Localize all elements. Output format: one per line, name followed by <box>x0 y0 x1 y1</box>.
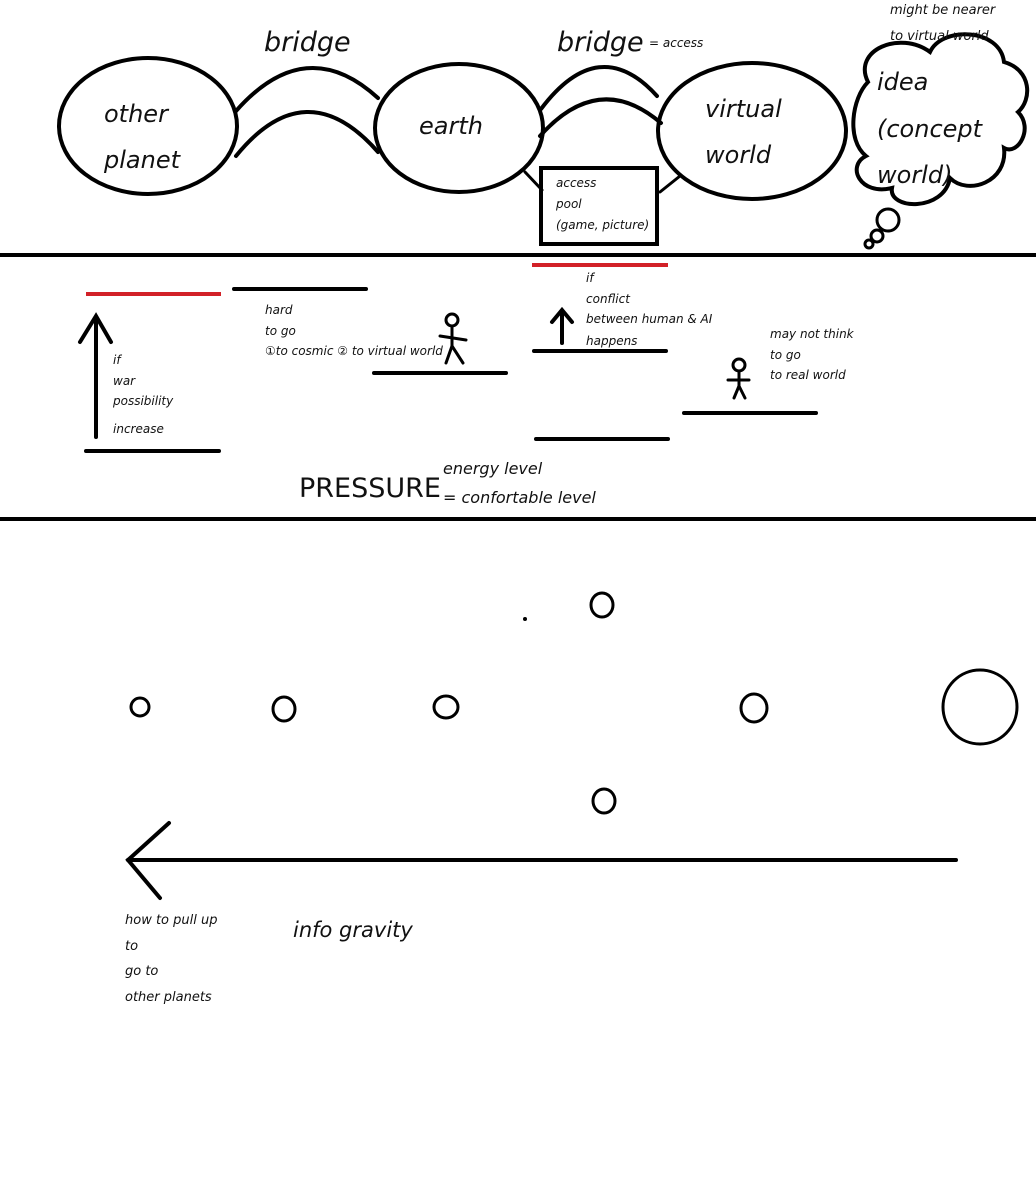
war-note-line1: if <box>113 353 122 367</box>
pull-note-line3: go to <box>125 964 158 979</box>
idea-cloud <box>851 32 1030 207</box>
idea-note-line1: might be nearer <box>890 3 997 18</box>
small-circle-bottom <box>591 787 617 815</box>
earth-ellipse <box>373 62 545 194</box>
real-note-line2: to go <box>770 348 801 362</box>
war-note-line3: possibility <box>112 394 174 408</box>
conflict-note-line3: between human & AI <box>586 312 713 326</box>
gravity-arrow-head <box>125 821 171 900</box>
bridge-right-label: bridge <box>557 27 644 58</box>
bridge-right-lower-arch <box>538 97 663 138</box>
access-pool-box <box>539 166 659 246</box>
comfortable-level-label: = confortable level <box>443 488 596 507</box>
real-note-line3: to real world <box>770 368 846 382</box>
stick-figure-virtual <box>726 357 751 400</box>
thought-bubble-small <box>863 238 875 250</box>
conflict-arrow-head <box>550 306 574 324</box>
war-note-line2: war <box>113 374 136 388</box>
idea-label-line2: (concept <box>877 115 984 143</box>
small-circle-2 <box>271 695 297 723</box>
info-gravity-label: info gravity <box>293 918 413 942</box>
small-circle-4 <box>739 692 769 724</box>
idea-note-line2: to virtual world <box>890 29 989 44</box>
thought-bubble-large <box>875 207 901 233</box>
pull-note-line1: how to pull up <box>125 913 217 928</box>
bridge-left-upper-arch <box>234 66 380 113</box>
idea-label-line1: idea <box>877 68 928 96</box>
access-pool-label-line2: pool <box>555 197 582 211</box>
virtual-world-label-line1: virtual <box>705 95 782 123</box>
info-gravity-diagram: how to pull up to go to other planets in… <box>125 591 1019 1005</box>
real-note-line1: may not think <box>770 327 855 341</box>
access-pool-label-line3: (game, picture) <box>556 218 649 232</box>
bridge-left-lower-arch <box>234 110 380 158</box>
pull-note-line2: to <box>125 939 138 954</box>
earth-label: earth <box>419 112 483 140</box>
tiny-dot <box>523 617 527 621</box>
war-note-line4: increase <box>113 422 164 436</box>
thought-bubble-medium <box>869 228 885 244</box>
large-circle <box>941 668 1019 746</box>
other-planet-label-line2: planet <box>103 146 182 174</box>
war-arrow-head <box>78 312 113 344</box>
small-circle-3 <box>432 694 460 720</box>
small-circle-top <box>589 591 615 619</box>
hard-note-line1: hard <box>265 303 293 317</box>
hard-note-line3: ①to cosmic ② to virtual world <box>265 344 443 358</box>
conflict-note-line4: happens <box>586 334 637 348</box>
hard-note-line2: to go <box>265 324 296 338</box>
conflict-note-line1: if <box>586 271 595 285</box>
small-circle-1 <box>129 696 151 718</box>
other-planet-ellipse <box>57 56 239 196</box>
energy-level-diagram: if war possibility increase hard to go ①… <box>78 263 855 507</box>
bridge-left-label: bridge <box>264 27 351 58</box>
virtual-world-ellipse <box>656 61 848 201</box>
planet-map: bridge bridge = access other planet eart… <box>57 3 1030 250</box>
bridge-note: = access <box>649 36 703 50</box>
other-planet-label-line1: other <box>104 100 170 128</box>
bridge-right-upper-arch <box>539 64 659 111</box>
stick-figure-earth <box>438 312 468 365</box>
pull-note-line4: other planets <box>125 990 212 1005</box>
access-pool-label-line1: access <box>556 176 596 190</box>
energy-level-label: energy level <box>443 459 543 478</box>
pressure-label: PRESSURE <box>299 473 441 504</box>
access-pool-connector-right <box>658 174 682 194</box>
idea-label-line3: world) <box>877 161 952 189</box>
conflict-note-line2: conflict <box>586 292 631 306</box>
virtual-world-label-line2: world <box>705 141 772 169</box>
